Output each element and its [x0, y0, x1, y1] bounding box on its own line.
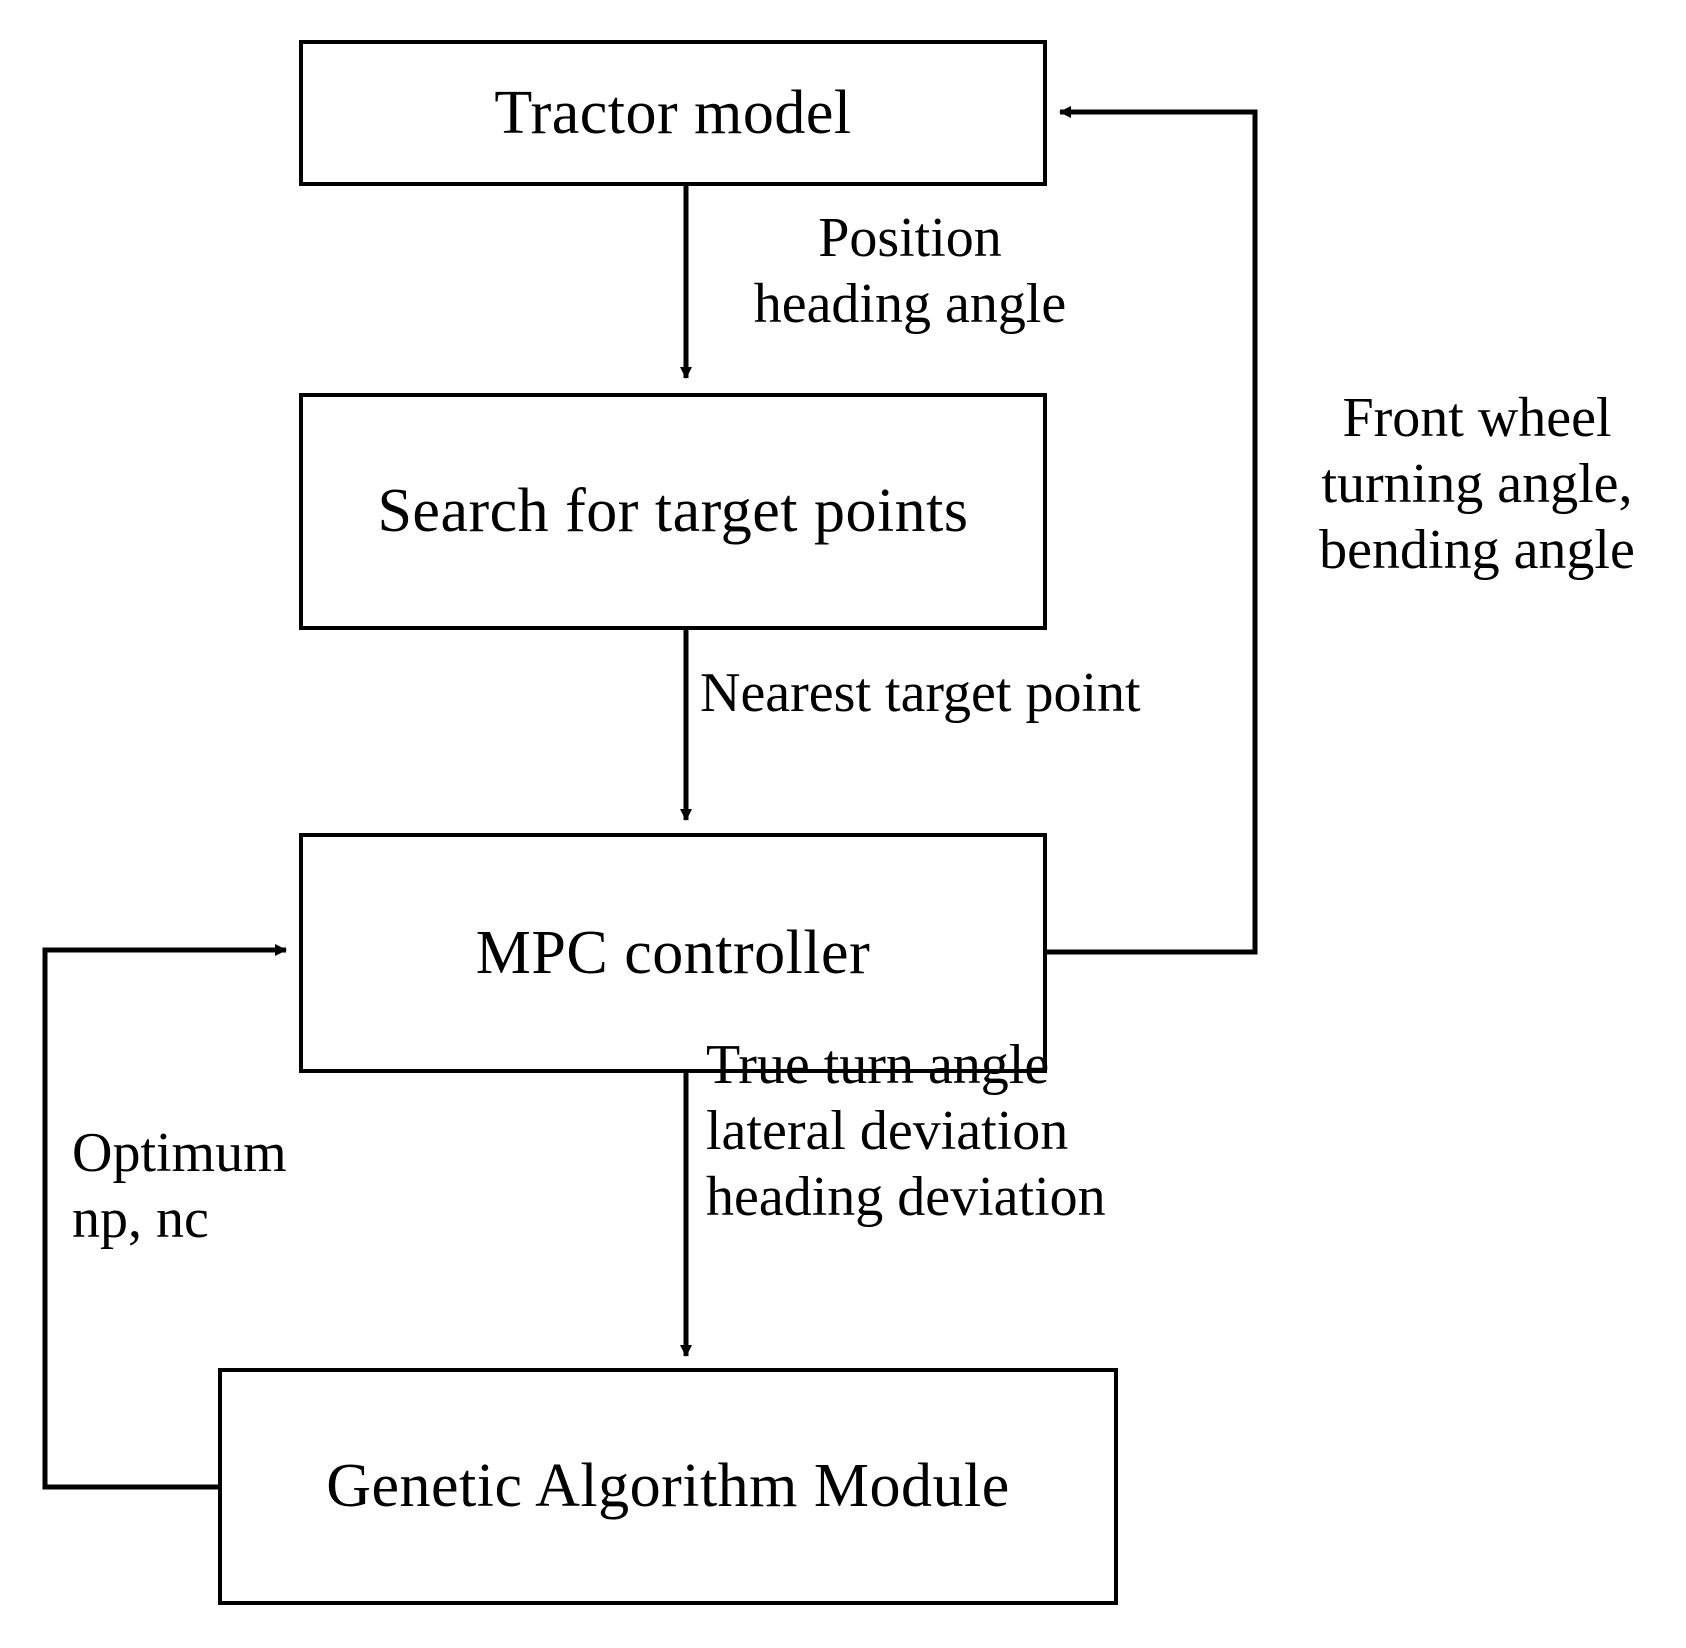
node-genetic-algorithm-module[interactable]: Genetic Algorithm Module [218, 1368, 1118, 1605]
edge-label-position-heading-angle: Position heading angle [753, 207, 1067, 336]
node-search-for-target-points[interactable]: Search for target points [299, 393, 1047, 630]
edge-label-optimum-np-nc: Optimum np, nc [72, 1122, 287, 1251]
node-genetic-algorithm-module-label: Genetic Algorithm Module [326, 1452, 1010, 1521]
edge-label-nearest-target-point: Nearest target point [700, 662, 1141, 724]
edge-label-front-wheel-turning-angle: Front wheel turning angle, bending angle [1319, 387, 1635, 582]
node-search-for-target-points-label: Search for target points [377, 477, 969, 546]
node-mpc-controller[interactable]: MPC controller [299, 833, 1047, 1073]
edge-label-true-turn-angle: True turn angle lateral deviation headin… [706, 1034, 1106, 1229]
node-tractor-model-label: Tractor model [494, 78, 852, 147]
node-tractor-model[interactable]: Tractor model [299, 40, 1047, 186]
node-mpc-controller-label: MPC controller [475, 918, 871, 987]
